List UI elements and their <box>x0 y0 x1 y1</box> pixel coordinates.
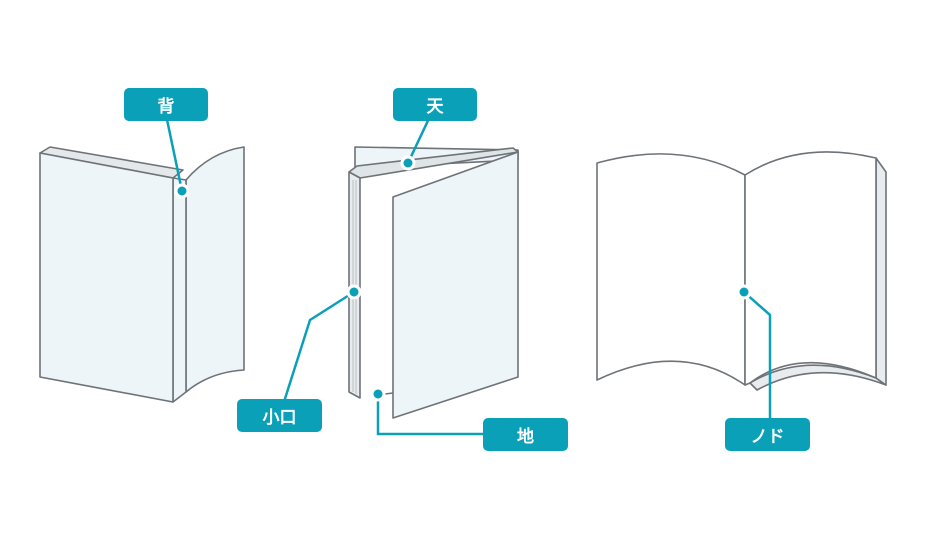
open-cover-book <box>348 146 519 419</box>
spine-dot <box>174 183 190 199</box>
leader-lines <box>163 109 772 436</box>
head-dot <box>400 155 416 171</box>
gutter-label: ノド <box>725 418 810 451</box>
gutter-dot <box>736 284 752 300</box>
fore-edge-dot <box>346 284 362 300</box>
callout-dots <box>174 155 752 402</box>
head-label: 天 <box>393 88 477 121</box>
closed-book-spine-view <box>39 146 245 403</box>
fore-edge-label: 小口 <box>237 399 322 432</box>
tail-label: 地 <box>483 418 568 451</box>
open-book-gutter-view <box>596 151 887 391</box>
tail-dot <box>370 386 386 402</box>
spine-label: 背 <box>124 88 208 121</box>
